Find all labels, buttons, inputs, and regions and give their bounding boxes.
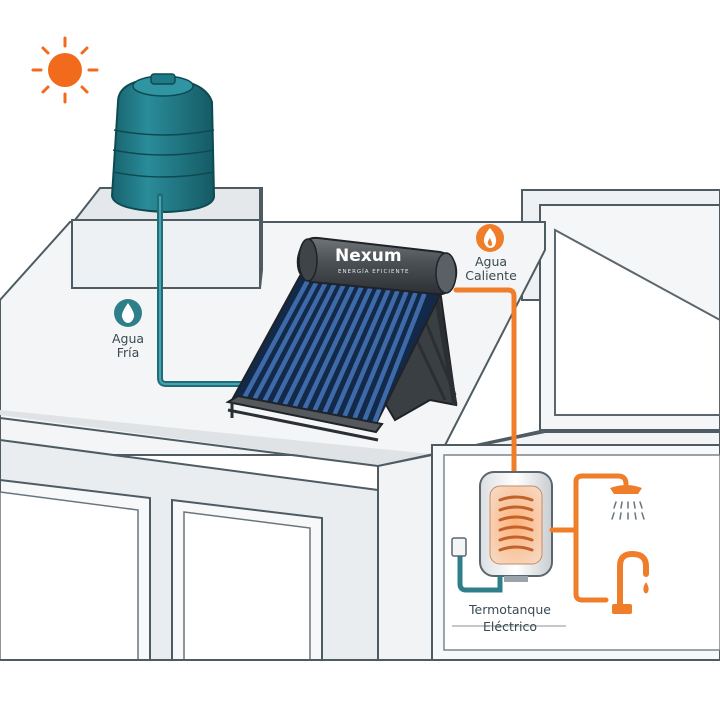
cold-water-label: Agua Fría (100, 332, 156, 360)
heater-label-line2: Eléctrico (483, 619, 537, 634)
hot-water-label-line1: Agua (474, 254, 508, 269)
electric-water-heater (479, 471, 553, 582)
house-right-wing (521, 189, 720, 431)
water-drop-icon (114, 299, 142, 327)
cold-water-label-line2: Fría (116, 345, 140, 360)
hot-faucet-pipe (573, 527, 609, 603)
faucet-icon (612, 550, 649, 614)
house-facade (0, 431, 720, 661)
heater-label: Termotanque Eléctrico (452, 603, 568, 634)
shower-icon (610, 485, 645, 520)
flame-icon (476, 224, 504, 252)
brand-tagline: ENERGÍA EFICIENTE (338, 269, 410, 275)
cold-water-label-line1: Agua (111, 331, 145, 346)
hot-distribution-pipe (549, 473, 629, 533)
hot-water-label: Agua Caliente (455, 255, 527, 283)
brand-logo-text: Nexum (335, 246, 402, 266)
wall-socket (451, 537, 467, 557)
cold-inlet-pipe (457, 549, 503, 593)
hot-water-cylinder (296, 236, 458, 296)
hot-water-label-line2: Caliente (465, 268, 517, 283)
water-tank (110, 73, 216, 214)
sun-icon (31, 36, 99, 104)
solar-collector (225, 266, 458, 442)
heater-label-line1: Termotanque (469, 602, 551, 617)
hot-water-pipe (453, 287, 517, 477)
